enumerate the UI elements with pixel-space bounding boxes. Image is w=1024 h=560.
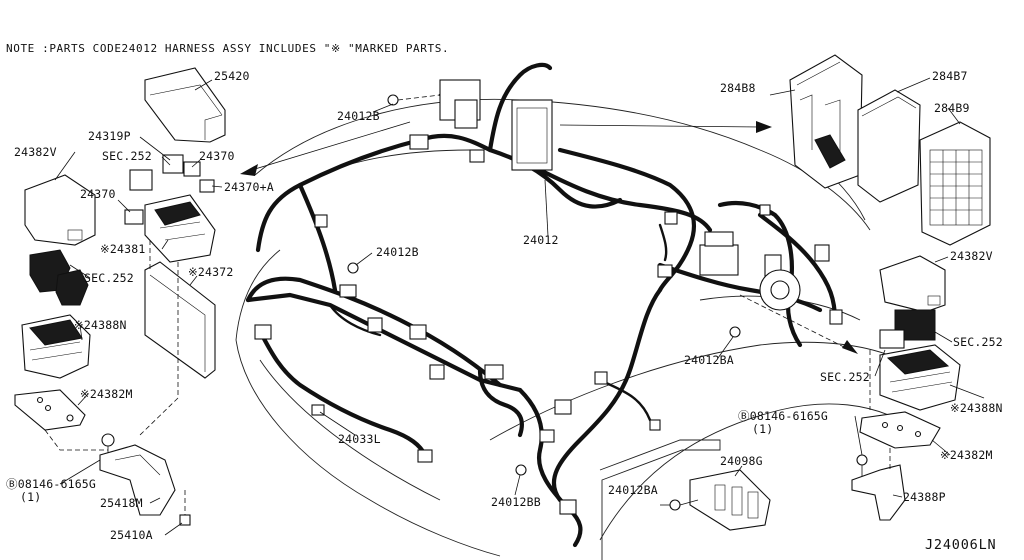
relay-24319p [162, 154, 184, 174]
label-25410a: 25410A [110, 528, 153, 542]
relay-24370-left [124, 209, 144, 225]
bolt-24012ba-bottom [669, 499, 681, 511]
arrow-head-down-right [842, 340, 858, 354]
bracket-24098g [689, 469, 771, 531]
harness-bolts [347, 94, 741, 511]
label-sec252-right-low: SEC.252 [820, 370, 870, 384]
module-284b7 [857, 89, 921, 203]
label-24033l: 24033L [338, 432, 381, 446]
label-24382v-right: 24382V [950, 249, 993, 263]
arrow-head-right [756, 121, 772, 133]
diagram-labels: NOTE :PARTS CODE24012 HARNESS ASSY INCLU… [6, 42, 1003, 553]
label-24370a: 24370+A [224, 180, 274, 194]
bolt-left [101, 433, 115, 447]
relay-24370a [199, 179, 215, 193]
label-bolt-right: Ⓑ08146-6165G [738, 409, 828, 423]
bracket-24388p [851, 464, 906, 521]
inset-24098g [599, 439, 771, 560]
label-24012ba-mid: 24012BA [684, 353, 734, 367]
label-24098g: 24098G [720, 454, 763, 468]
direction-arrows [240, 121, 858, 354]
label-24388n-left: ※24388N [74, 318, 127, 332]
label-24370-right: 24370 [199, 149, 235, 163]
label-24388n-right: ※24388N [950, 401, 1003, 415]
bracket-25418m [99, 444, 176, 516]
label-24012b-top: 24012B [337, 109, 380, 123]
label-24012ba-bottom: 24012BA [608, 483, 658, 497]
label-24388p: 24388P [903, 490, 946, 504]
label-24381: ※24381 [100, 242, 145, 256]
label-sec252-right: SEC.252 [953, 335, 1003, 349]
label-284b8: 284B8 [720, 81, 756, 95]
label-24382m-right: ※24382M [940, 448, 993, 462]
label-sec252-left-mid: SEC.252 [84, 271, 134, 285]
label-bolt-left-qty: (1) [20, 490, 41, 504]
bolt-24012b-mid [347, 262, 359, 274]
cover-24382v-left [24, 174, 96, 246]
cover-24382v-right [879, 255, 946, 313]
drawing-code: J24006LN [925, 537, 996, 553]
label-284b7: 284B7 [932, 69, 968, 83]
harness-connectors [314, 79, 843, 515]
cover-25420 [144, 67, 226, 143]
bolt-right [856, 454, 868, 466]
relay-24370-left-top [129, 169, 153, 191]
module-284b8 [789, 54, 863, 189]
label-24382v-left: 24382V [14, 145, 57, 159]
relay-24370-right [183, 161, 201, 177]
label-bolt-right-qty: (1) [752, 422, 773, 436]
bolt-24012ba-mid [729, 326, 741, 338]
right-modules [789, 54, 991, 521]
label-25418m: 25418M [100, 496, 143, 510]
label-25420: 25420 [214, 69, 250, 83]
label-24319p: 24319P [88, 129, 131, 143]
label-sec252-left-top: SEC.252 [102, 149, 152, 163]
harness-24033l-wire [254, 324, 433, 463]
bolt-24012b-top [387, 94, 399, 106]
label-24370-left: 24370 [80, 187, 116, 201]
label-24012: 24012 [523, 233, 559, 247]
bolt-24012bb [515, 464, 527, 476]
cover-24372 [144, 261, 216, 379]
label-24382m-left: ※24382M [80, 387, 133, 401]
label-24372: ※24372 [188, 265, 233, 279]
label-bolt-left: Ⓑ08146-6165G [6, 477, 96, 491]
left-parts-cluster [14, 67, 226, 526]
note-text: NOTE :PARTS CODE24012 HARNESS ASSY INCLU… [6, 42, 449, 55]
label-24012bb: 24012BB [491, 495, 541, 509]
module-284b9 [919, 121, 991, 246]
label-24012b-mid: 24012B [376, 245, 419, 259]
leader-lines [54, 77, 985, 536]
label-284b9: 284B9 [934, 101, 970, 115]
arrow-head-left [240, 164, 258, 176]
